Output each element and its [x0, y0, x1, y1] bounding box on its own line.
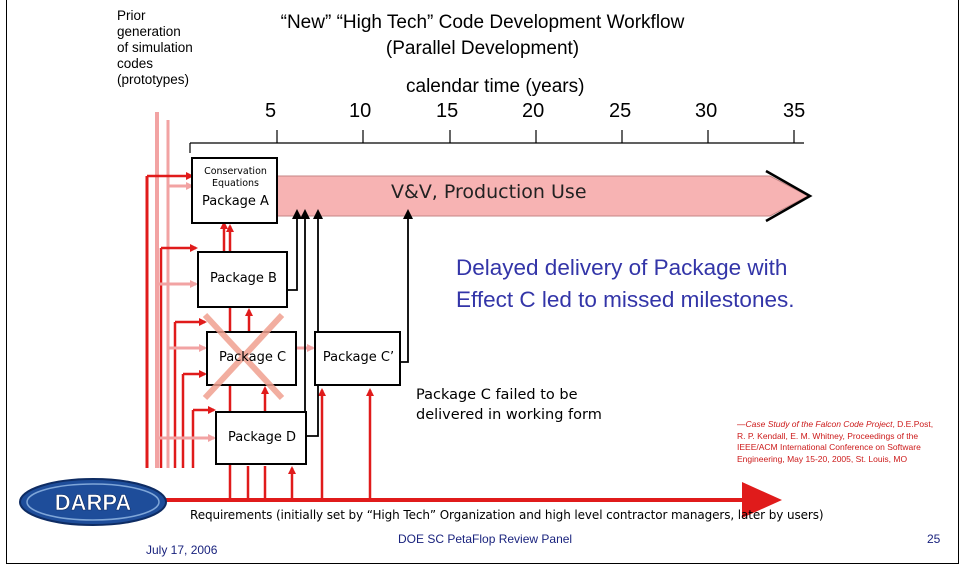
package-c-label: Package C	[218, 350, 287, 365]
page-number: 25	[927, 532, 941, 546]
tick-label: 20	[522, 100, 545, 122]
package-d-label: Package D	[227, 430, 297, 445]
tick-label: 25	[609, 100, 632, 122]
slide-title-line2: (Parallel Development)	[385, 38, 580, 59]
vv-production-label: V&V, Production Use	[391, 181, 587, 203]
failed-cross	[202, 312, 285, 401]
package-a-label: Package A	[202, 194, 269, 209]
requirements-label: Requirements (initially set by “High Tec…	[190, 508, 824, 522]
darpa-logo: DARPA	[19, 478, 167, 526]
footer-date: July 17, 2006	[146, 543, 218, 557]
tick-label: 30	[695, 100, 718, 122]
footer-panel-name: DOE SC PetaFlop Review Panel	[398, 532, 573, 546]
citation: —Case Study of the Falcon Code Project, …	[737, 419, 937, 465]
citation-lead: —Case Study of the Falcon Code Project	[737, 419, 893, 429]
tick-label: 10	[349, 100, 372, 122]
delayed-delivery-note: Delayed delivery of Package with Effect …	[456, 255, 795, 312]
package-c-failed-note: Package C failed to be delivered in work…	[416, 387, 602, 423]
axis-label: calendar time (years)	[406, 76, 585, 97]
package-b-label: Package B	[210, 271, 277, 286]
package-c-prime-label: Package C’	[322, 350, 395, 365]
tick-label: 35	[783, 100, 806, 122]
prior-generation-label: Prior generation of simulation codes (pr…	[117, 8, 193, 87]
slide-frame	[6, 0, 959, 564]
tick-label: 5	[265, 100, 277, 122]
tick-label: 15	[436, 100, 459, 122]
package-a-caption: Conservation Equations	[204, 166, 267, 189]
time-axis	[189, 130, 804, 153]
slide-title-line1: “New” “High Tech” Code Development Workf…	[280, 12, 685, 33]
darpa-logo-text: DARPA	[55, 490, 132, 515]
citation-rest: , D.E.Post, R. P. Kendall, E. M. Whitney…	[737, 419, 934, 464]
